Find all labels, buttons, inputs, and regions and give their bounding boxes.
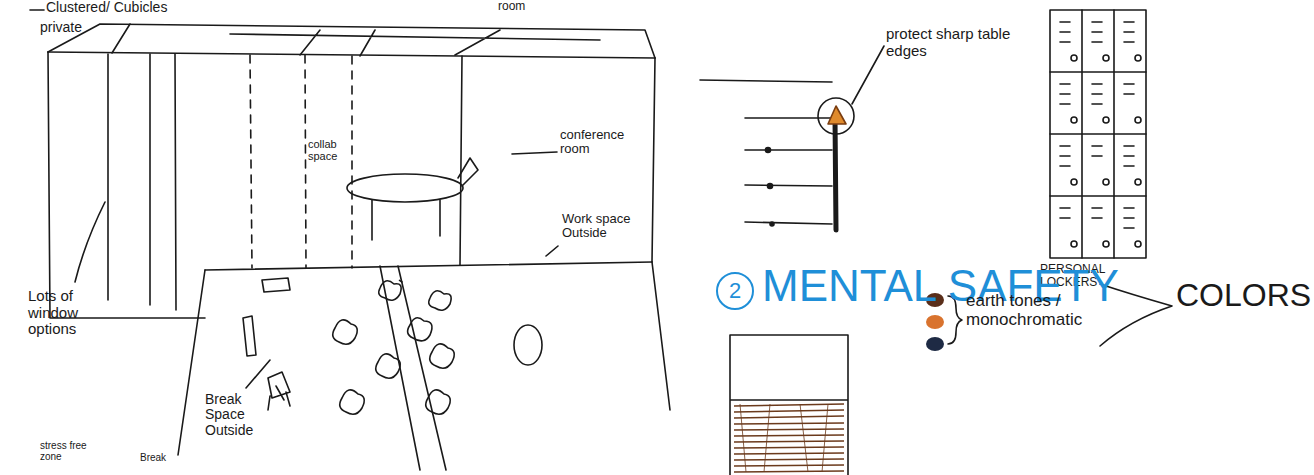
sketch-label: Break Space Outside xyxy=(205,392,277,438)
sketch-label: collab space xyxy=(308,138,348,162)
table-edge-sketch xyxy=(770,222,774,226)
bushes xyxy=(408,318,432,341)
cubicle-dividers xyxy=(108,54,176,310)
wall-sample xyxy=(730,335,848,475)
sketch-label: protect sharp table edges xyxy=(886,26,1016,59)
callout-number: 2 xyxy=(729,278,741,304)
locker-grid xyxy=(1103,241,1109,247)
cubicle-dividers xyxy=(351,56,353,268)
building-outline xyxy=(652,58,655,262)
wood-hatching xyxy=(734,404,844,472)
bushes xyxy=(379,281,401,300)
table-edge-sketch xyxy=(835,118,836,230)
outdoor-ground xyxy=(399,280,402,282)
locker-grid xyxy=(1071,179,1077,185)
bushes xyxy=(376,354,401,378)
table-edge-sketch xyxy=(852,46,884,104)
sketch-label: stress free zone xyxy=(40,440,104,462)
sketch-label: COLORS xyxy=(1176,278,1312,313)
locker-grid xyxy=(1135,179,1141,185)
locker-grid xyxy=(1050,10,1146,258)
table-edge-sketch xyxy=(766,148,771,153)
locker-grid xyxy=(1060,146,1134,166)
bushes xyxy=(429,291,451,310)
sketch-label: room xyxy=(498,0,548,13)
locker-grid xyxy=(1135,241,1141,247)
locker-grid xyxy=(1060,208,1134,228)
sketch-label: earth tones / monochromatic xyxy=(966,292,1096,329)
cubicle-dividers xyxy=(305,55,306,268)
leader-lines xyxy=(546,246,558,256)
locker-grid xyxy=(1103,117,1109,123)
sketch-label: Clustered/ Cubicles xyxy=(46,0,216,15)
sketch-label: Lots of window options xyxy=(28,288,120,338)
bushes xyxy=(333,320,358,344)
locker-grid xyxy=(1103,179,1109,185)
conference-table xyxy=(372,158,478,240)
bushes xyxy=(333,281,542,414)
locker-grid xyxy=(1060,84,1134,104)
leader-lines xyxy=(30,10,558,388)
wood-hatching xyxy=(740,404,828,472)
locker-grid xyxy=(1103,55,1109,61)
outdoor-ground xyxy=(178,262,670,455)
leader-lines xyxy=(512,152,557,154)
leader-lines xyxy=(30,9,44,11)
table-edge-sketch xyxy=(768,184,773,189)
building-outline xyxy=(112,24,600,56)
building-outline xyxy=(48,52,205,318)
sketch-label: Work space Outside xyxy=(562,212,632,241)
locker-grid xyxy=(1050,10,1146,258)
color-brace xyxy=(948,284,1172,346)
edge-protector xyxy=(828,106,846,124)
outdoor-ground xyxy=(380,266,446,470)
locker-grid xyxy=(1050,10,1146,258)
break-furniture xyxy=(262,278,290,292)
building-outline xyxy=(48,24,655,58)
locker-grid xyxy=(1071,117,1077,123)
color-dots xyxy=(926,315,944,329)
table-edge-sketch xyxy=(700,46,884,230)
edge-protector xyxy=(828,106,846,124)
building-outline xyxy=(460,56,462,265)
building-outline xyxy=(205,262,652,270)
conference-table xyxy=(347,158,478,240)
wood-hatching xyxy=(734,404,844,472)
break-furniture xyxy=(268,372,290,410)
locker-grid xyxy=(1135,117,1141,123)
locker-grid xyxy=(1071,241,1077,247)
break-furniture xyxy=(243,278,290,410)
color-dots xyxy=(926,337,944,351)
leader-lines xyxy=(246,360,270,388)
table-edge-sketch xyxy=(818,98,854,134)
bushes xyxy=(340,390,365,414)
locker-grid xyxy=(1060,22,1134,42)
bushes xyxy=(430,344,455,368)
callout-circle: 2 xyxy=(716,272,754,310)
bushes xyxy=(514,325,542,365)
outdoor-ground xyxy=(178,262,670,470)
leader-lines xyxy=(75,202,105,282)
wall-sample xyxy=(730,335,848,475)
sketch-label: Break xyxy=(140,452,190,463)
cubicle-dividers xyxy=(250,55,252,268)
sketch-label: private xyxy=(40,20,110,35)
break-furniture xyxy=(243,316,256,356)
table-edge-sketch xyxy=(700,80,835,224)
cubicle-dividers xyxy=(108,54,352,310)
sketch-label: conference room xyxy=(560,128,650,157)
bushes xyxy=(426,390,451,414)
locker-grid xyxy=(1071,55,1077,61)
locker-grid xyxy=(1135,55,1141,61)
building-outline xyxy=(48,24,655,318)
conference-table xyxy=(347,174,463,202)
